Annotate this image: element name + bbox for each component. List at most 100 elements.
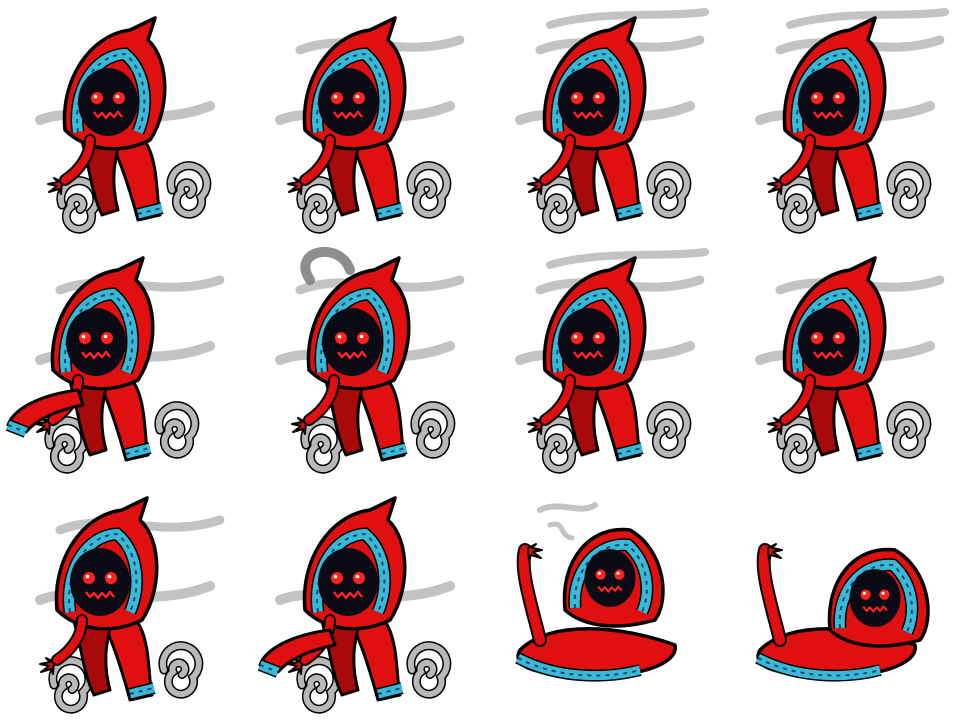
sprite-frame-1	[0, 0, 240, 240]
eye-glow	[79, 332, 91, 344]
trim-pattern	[7, 424, 27, 433]
trim-pattern	[381, 447, 407, 455]
claw-hand	[47, 177, 63, 195]
sprite-frame-11	[480, 480, 720, 720]
sprite-frame-5	[0, 240, 240, 480]
eye-glow	[833, 332, 845, 344]
eye-glow	[571, 92, 583, 104]
face-void	[558, 68, 618, 136]
trim-pattern	[68, 532, 138, 613]
eye-highlight	[359, 334, 364, 339]
smoke-spiral	[45, 417, 88, 473]
ghost-attack	[5, 256, 225, 474]
jagged-grin	[813, 350, 843, 360]
claw-hand	[291, 417, 307, 435]
robe-sleeve-right	[590, 368, 642, 462]
jagged-grin	[333, 110, 363, 120]
arm	[305, 376, 338, 424]
eye-glow	[833, 92, 845, 104]
ghost-sprite	[5, 256, 225, 474]
sprite-frame-4	[720, 0, 960, 240]
trim-band	[515, 653, 642, 681]
face-void	[318, 68, 378, 136]
ghost-hurt	[35, 496, 225, 714]
eye-highlight	[616, 571, 620, 575]
ghost-sprite	[257, 496, 455, 714]
ghost-idle	[755, 8, 949, 234]
arm	[781, 136, 814, 184]
face-void	[318, 548, 378, 616]
trim-pattern	[137, 207, 163, 215]
eye-glow	[331, 92, 343, 104]
ghost-cast	[275, 247, 465, 474]
arm	[53, 616, 86, 664]
ghost-sprite	[515, 248, 709, 474]
trim-pattern	[796, 52, 866, 133]
robe-sleeve-right	[98, 368, 150, 462]
smoke-spiral	[167, 162, 210, 218]
eye-glow	[811, 92, 823, 104]
arm	[518, 545, 545, 645]
smoke-spiral	[155, 402, 198, 458]
smoke-spiral	[887, 402, 930, 458]
eye-highlight	[85, 574, 90, 579]
eye-glow	[113, 92, 125, 104]
eye-glow	[335, 332, 347, 344]
smoke-spiral	[407, 162, 450, 218]
trim-pattern	[316, 532, 386, 613]
robe-sleeve-right	[102, 608, 154, 702]
smoke-spiral	[297, 657, 340, 713]
eye-glow	[353, 92, 365, 104]
jagged-grin	[93, 110, 123, 120]
eye-glow	[593, 92, 605, 104]
face-void	[798, 308, 858, 376]
eye-glow	[91, 92, 103, 104]
eye-highlight	[337, 334, 342, 339]
ghost-sprite	[35, 496, 225, 714]
claw-hand	[527, 543, 543, 561]
smoke-wisp	[300, 247, 355, 285]
smoke-spiral	[647, 402, 690, 458]
eye-highlight	[103, 334, 108, 339]
robe-sleeve-right	[590, 128, 642, 222]
face-void	[558, 308, 618, 376]
eye-highlight	[355, 574, 360, 579]
eye-glow	[83, 572, 95, 584]
eye-highlight	[355, 94, 360, 99]
eye-highlight	[595, 94, 600, 99]
sprite-frame-3	[480, 0, 720, 240]
trim-pattern	[838, 563, 913, 633]
robe-sleeve-right	[354, 368, 406, 462]
claw-hand	[527, 417, 543, 435]
smoke-spiral	[159, 642, 202, 698]
ghost-sprite	[275, 16, 465, 234]
trim-pattern	[857, 207, 883, 215]
smoke-spiral	[537, 177, 580, 233]
jagged-grin	[813, 110, 843, 120]
ghost-collapse	[515, 502, 677, 682]
ghost-reach	[257, 496, 455, 714]
smoke-spiral	[301, 417, 344, 473]
eye-glow	[879, 589, 890, 600]
face-void	[849, 569, 901, 627]
sprite-frame-12	[720, 480, 960, 720]
jagged-grin	[573, 350, 603, 360]
smoke-spiral	[57, 177, 100, 233]
face-void	[584, 549, 636, 607]
eye-glow	[860, 589, 871, 600]
eye-highlight	[573, 334, 578, 339]
eye-highlight	[93, 94, 98, 99]
robe-sleeve-right	[350, 128, 402, 222]
arm	[781, 376, 814, 424]
face-void	[70, 548, 130, 616]
trim-pattern	[857, 447, 883, 455]
claw-hand	[767, 543, 783, 561]
face-void	[798, 68, 858, 136]
robe-sleeve-right	[110, 128, 162, 222]
smoke-wisp	[786, 8, 949, 29]
smoke-spiral	[647, 162, 690, 218]
trim-pattern	[796, 292, 866, 373]
ghost-sprite	[515, 8, 709, 234]
ghost-idle	[515, 8, 709, 234]
